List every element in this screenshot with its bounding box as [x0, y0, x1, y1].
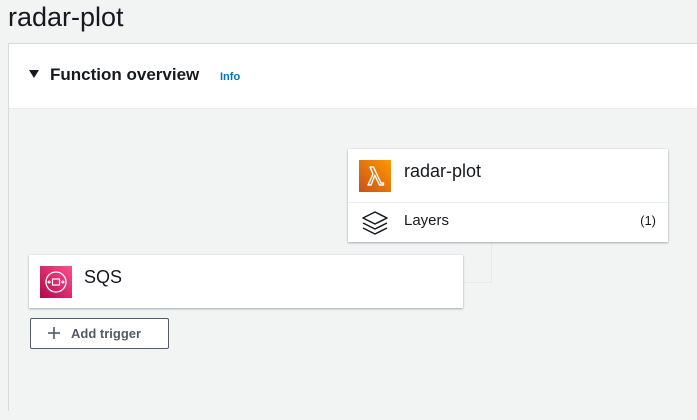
function-name: radar-plot [404, 161, 482, 181]
layers-icon [360, 209, 390, 237]
info-link[interactable]: Info [220, 71, 241, 83]
panel-title[interactable]: Function overview [50, 65, 200, 84]
layers-label: Layers [404, 212, 450, 229]
function-diagram: radar-plot Layers (1) [9, 109, 697, 411]
connector-line [463, 242, 492, 283]
add-trigger-button[interactable]: Add trigger [30, 318, 169, 349]
function-row[interactable]: radar-plot [348, 149, 668, 203]
sqs-icon [40, 266, 72, 298]
caret-down-icon[interactable] [29, 70, 39, 78]
trigger-card-sqs[interactable]: SQS [29, 255, 463, 308]
function-overview-panel: Function overview Info radar-plot [8, 43, 697, 411]
plus-icon [47, 326, 61, 340]
page-title: radar-plot [8, 2, 124, 32]
trigger-name: SQS [84, 267, 123, 287]
layers-count: (1) [640, 213, 656, 228]
lambda-icon [359, 160, 391, 192]
panel-header: Function overview Info [9, 44, 697, 109]
function-card: radar-plot Layers (1) [348, 149, 668, 242]
layers-row[interactable]: Layers (1) [348, 203, 668, 242]
add-trigger-label: Add trigger [71, 326, 142, 341]
